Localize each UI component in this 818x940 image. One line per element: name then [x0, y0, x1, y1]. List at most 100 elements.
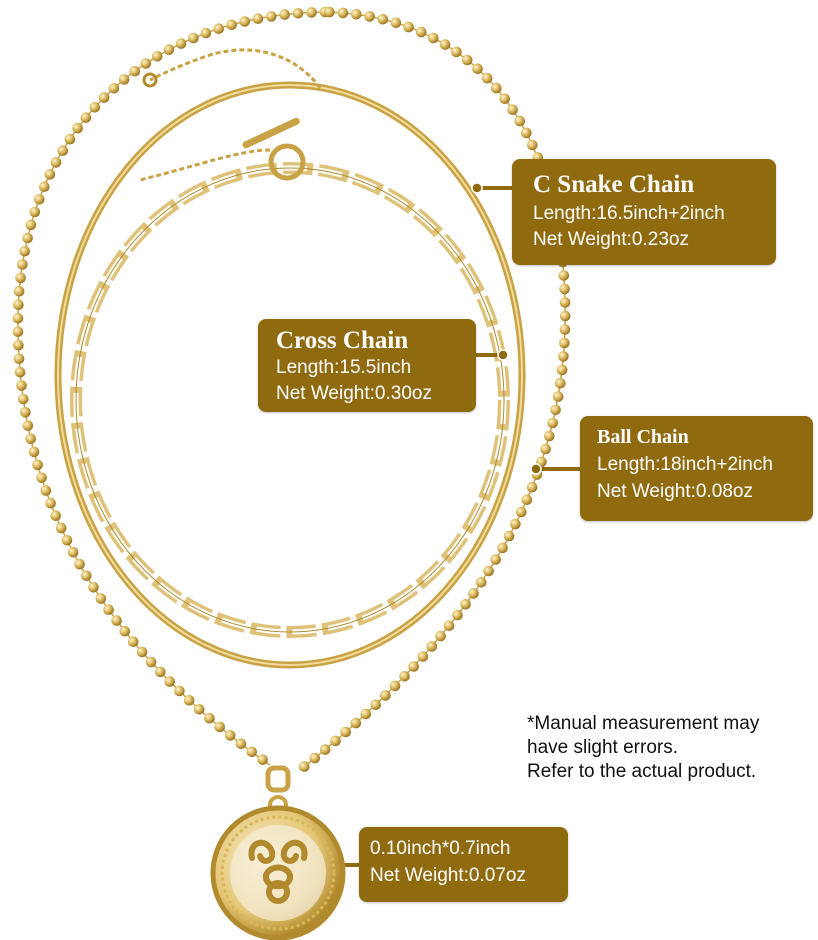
chain-bead — [118, 74, 130, 85]
chain-bead — [128, 636, 139, 647]
chain-bead — [555, 378, 566, 389]
chain-bead — [461, 54, 473, 66]
chain-bead — [399, 671, 410, 682]
chain-bead — [175, 38, 187, 49]
chain-bead — [246, 746, 257, 758]
chain-bead — [119, 625, 131, 637]
chain-bead — [18, 393, 29, 405]
chain-bead — [74, 558, 85, 570]
paperclip-chain — [70, 117, 510, 638]
chain-bead — [491, 82, 502, 94]
chain-bead — [468, 588, 479, 599]
chain-bead — [45, 497, 56, 509]
chain-bead — [299, 761, 310, 772]
chain-bead — [319, 744, 331, 755]
chain-bead — [428, 32, 439, 44]
chain-bead — [415, 26, 427, 38]
chain-bead — [521, 494, 533, 506]
chain-bead — [103, 604, 114, 615]
chain-bead — [204, 712, 215, 724]
chain-bead — [34, 194, 45, 205]
chain-bead — [510, 518, 521, 530]
chain-bead — [25, 219, 37, 231]
chain-bead — [558, 270, 570, 281]
chain-bead — [370, 699, 382, 711]
chain-bead — [403, 21, 414, 33]
chain-bead — [435, 630, 446, 642]
chain-bead — [25, 433, 36, 445]
chain-bead — [12, 313, 24, 324]
chain-bead — [19, 245, 31, 257]
chain-bead — [163, 44, 175, 55]
chain-bead — [558, 351, 569, 362]
chain-bead — [527, 139, 538, 151]
chain-bead — [89, 102, 101, 113]
chain-bead — [136, 646, 148, 658]
aries-pendant — [210, 765, 346, 940]
chain-bead — [72, 122, 83, 134]
measurement-disclaimer: *Manual measurement may have slight erro… — [527, 712, 759, 783]
snake-chain-length: Length:16.5inch+2inch — [533, 202, 725, 224]
chain-bead — [556, 364, 568, 376]
chain-bead — [55, 522, 67, 534]
chain-bead — [98, 92, 110, 103]
chain-bead — [552, 391, 564, 402]
chain-bead — [364, 11, 375, 22]
chain-bead — [13, 339, 24, 351]
chain-bead — [265, 11, 277, 22]
chain-bead — [497, 542, 508, 554]
chain-bead — [67, 547, 79, 558]
disclaimer-line-3: Refer to the actual product. — [527, 760, 757, 782]
chain-bead — [390, 17, 402, 29]
chain-bead — [559, 310, 571, 322]
chain-bead — [279, 9, 290, 20]
cross-chain-callout: Cross Chain Length:15.5inch Net Weight:0… — [258, 319, 476, 412]
chain-bead — [20, 407, 31, 418]
chain-bead — [13, 286, 25, 297]
chain-bead — [44, 169, 56, 180]
chain-bead — [499, 93, 511, 104]
chain-bead — [29, 206, 41, 218]
ball-chain — [12, 6, 571, 772]
chain-bead — [521, 127, 532, 139]
pendant-weight: Net Weight:0.07oz — [370, 864, 526, 886]
chain-bead — [377, 13, 389, 25]
chain-bead — [239, 16, 250, 27]
chain-bead — [306, 7, 317, 18]
chain-bead — [64, 133, 76, 145]
chain-bead — [61, 535, 73, 546]
chain-bead — [145, 656, 157, 668]
ball-chain-title: Ball Chain — [597, 426, 689, 448]
chain-bead — [111, 615, 122, 626]
chain-bead — [140, 58, 152, 69]
chain-bead — [22, 232, 33, 244]
chain-bead — [559, 283, 570, 295]
chain-bead — [28, 446, 40, 458]
pendant-callout: 0.10inch*0.7inch Net Weight:0.07oz — [359, 827, 568, 902]
chain-bead — [439, 39, 451, 50]
chain-bead — [183, 695, 195, 706]
chain-bead — [417, 651, 429, 662]
chain-bead — [22, 420, 34, 431]
chain-bead — [360, 708, 372, 720]
chain-bead — [350, 717, 362, 729]
chain-bead — [40, 485, 52, 496]
chain-bead — [80, 112, 92, 123]
chain-bead — [214, 721, 225, 733]
disclaimer-line-2: have slight errors. — [527, 736, 679, 758]
chain-bead — [292, 8, 304, 19]
snake-chain-callout: C Snake Chain Length:16.5inch+2inch Net … — [512, 159, 776, 265]
chain-bead — [330, 735, 341, 747]
chain-bead — [516, 506, 527, 518]
chain-bead — [200, 27, 212, 39]
chain-bead — [490, 554, 502, 565]
snake-chain-title: C Snake Chain — [533, 171, 695, 198]
chain-bead — [472, 63, 483, 75]
chain-bead — [559, 337, 570, 349]
chain-bead — [15, 272, 26, 284]
chain-bead — [526, 481, 538, 493]
chain-bead — [226, 19, 237, 31]
ball-chain-callout: Ball Chain Length:18inch+2inch Net Weigh… — [580, 416, 813, 521]
chain-bead — [408, 661, 420, 672]
